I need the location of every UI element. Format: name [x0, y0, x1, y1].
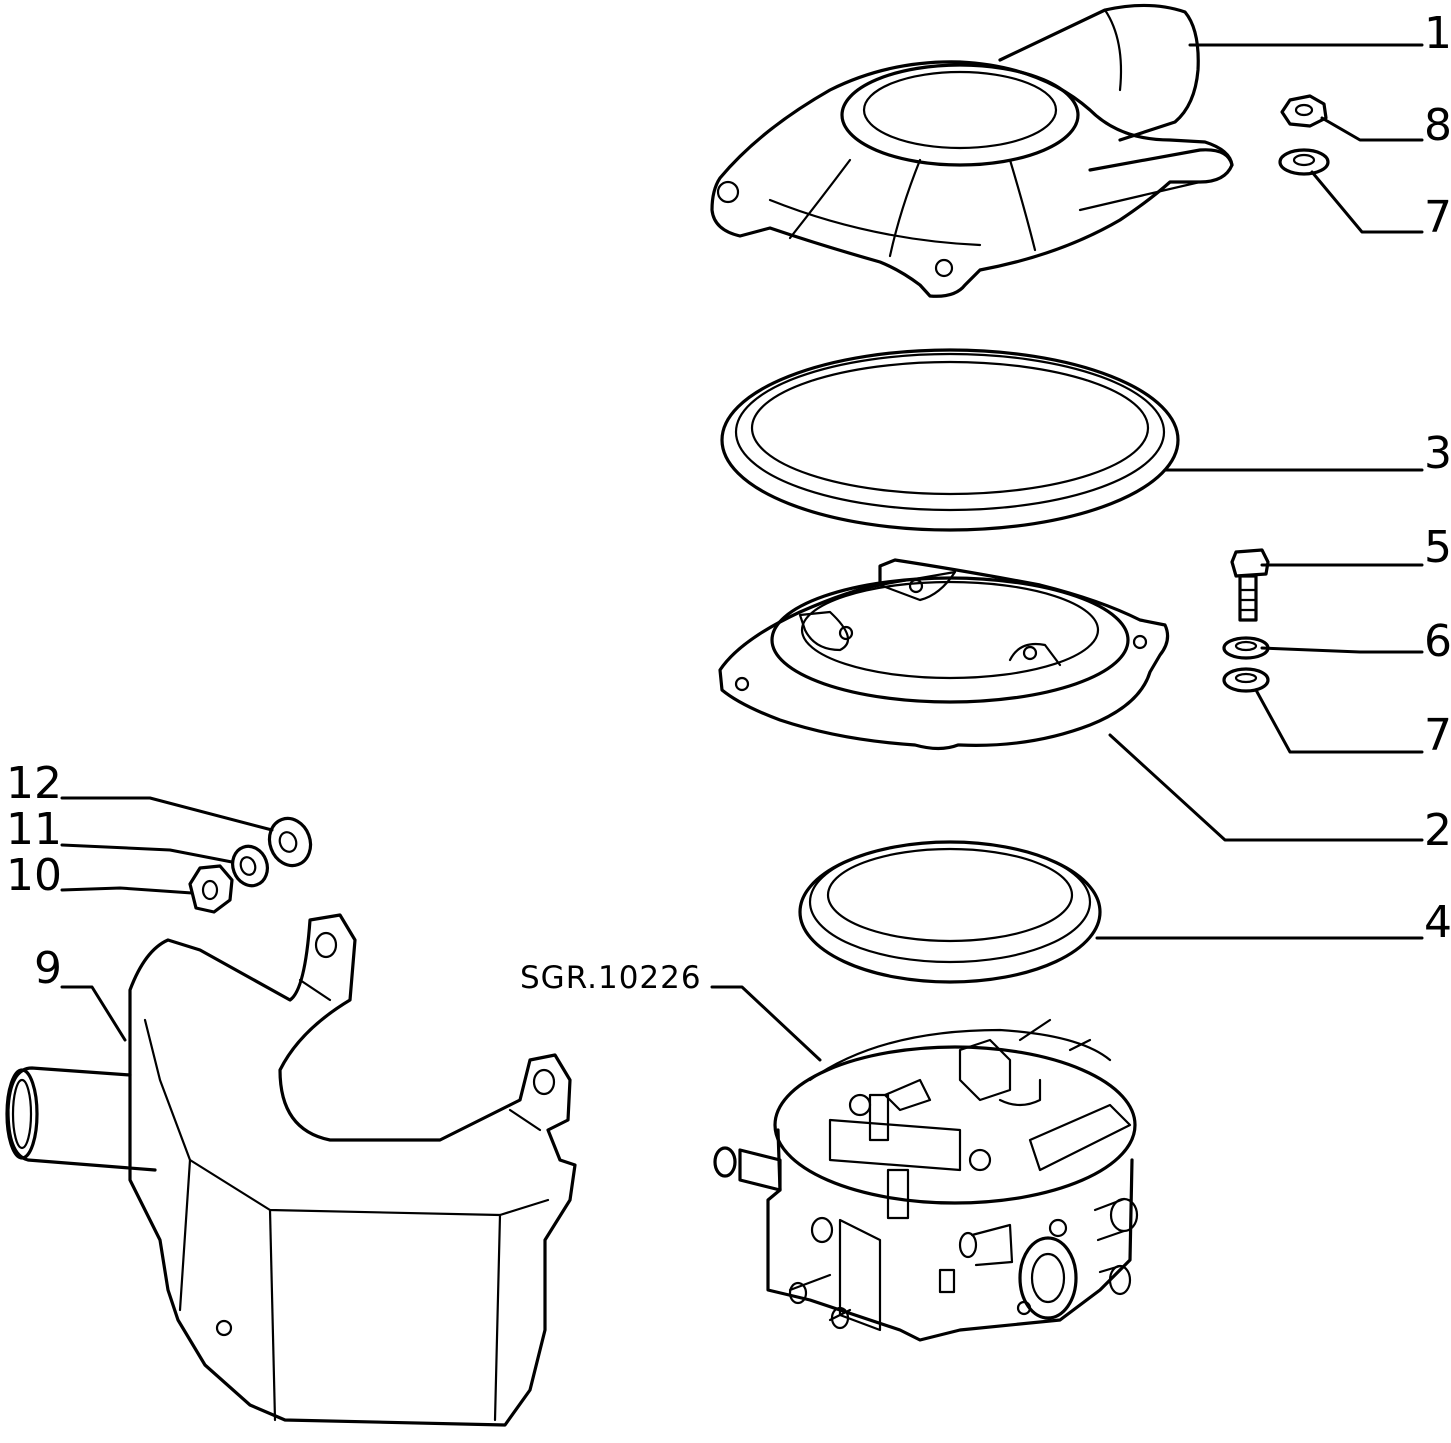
callout-10: 10 — [6, 850, 62, 901]
leader-7-top — [1310, 170, 1424, 234]
leader-lines — [60, 43, 1424, 1062]
part-11-washer — [231, 844, 269, 888]
callout-12: 12 — [6, 758, 62, 809]
part-7-washer-top — [1278, 148, 1330, 176]
callout-3: 3 — [1424, 428, 1451, 479]
part-1-air-filter-cover — [710, 3, 1234, 298]
leader-11 — [60, 843, 234, 864]
leader-8 — [1320, 116, 1424, 142]
part-7-washer-lower — [1222, 667, 1270, 693]
throttle-body-assembly — [713, 1018, 1139, 1342]
part-3-gasket-ring — [720, 348, 1180, 532]
callout-6: 6 — [1424, 616, 1451, 667]
part-2-filter-base — [718, 558, 1170, 751]
leader-12 — [60, 796, 274, 832]
callout-9: 9 — [34, 943, 62, 994]
callout-1: 1 — [1424, 8, 1451, 59]
leader-2 — [1108, 733, 1424, 842]
callout-2: 2 — [1424, 805, 1451, 856]
part-4-seal-ring — [798, 840, 1102, 984]
part-9-intake-housing — [5, 913, 577, 1427]
leader-ref — [710, 985, 822, 1062]
callout-numbers: 1 8 7 3 5 6 7 2 4 12 11 10 9 — [6, 8, 1451, 994]
leader-9 — [60, 985, 127, 1042]
callout-5: 5 — [1424, 522, 1451, 573]
drawing-reference-code: SGR.10226 — [520, 960, 702, 996]
part-5-bolt — [1230, 548, 1270, 622]
callout-7-top: 7 — [1424, 192, 1451, 243]
callout-4: 4 — [1424, 897, 1451, 948]
callout-7-lower: 7 — [1424, 710, 1451, 761]
leader-6 — [1260, 646, 1424, 654]
callout-8: 8 — [1424, 100, 1451, 151]
part-10-nut — [188, 864, 234, 914]
callout-11: 11 — [6, 804, 62, 855]
leader-7-lower — [1254, 688, 1424, 754]
part-12-washer — [267, 816, 313, 868]
leader-10 — [60, 886, 194, 895]
part-8-nut — [1280, 94, 1328, 128]
